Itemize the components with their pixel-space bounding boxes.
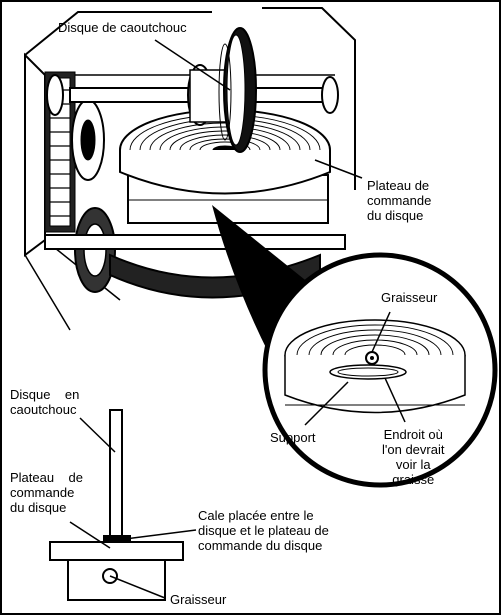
label-plate-top: Plateau de commande du disque <box>367 178 431 223</box>
label-rubber-disc-side-line1: Disque en <box>10 387 79 402</box>
label-lubricator-inset: Graisseur <box>381 290 437 305</box>
label-plate-top-line3: du disque <box>367 208 431 223</box>
label-rubber-disc-side: Disque en caoutchouc <box>10 387 79 417</box>
label-grease-spot-line2: l'on devrait <box>382 442 444 457</box>
label-shim-line2: disque et le plateau de <box>198 523 329 538</box>
label-rubber-disc-top: Disque de caoutchouc <box>58 20 187 35</box>
label-grease-spot: Endroit où l'on devrait voir la graisse <box>382 427 444 487</box>
leader-shim <box>125 530 196 539</box>
label-plate-side-line2: commande <box>10 485 83 500</box>
label-plate-side: Plateau de commande du disque <box>10 470 83 515</box>
label-shim-line1: Cale placée entre le <box>198 508 329 523</box>
label-lubricator-bottom: Graisseur <box>170 592 226 607</box>
label-plate-side-line3: du disque <box>10 500 83 515</box>
label-grease-spot-line3: voir la <box>382 457 444 472</box>
label-plate-side-line1: Plateau de <box>10 470 83 485</box>
label-grease-spot-line4: graisse <box>382 472 444 487</box>
label-support: Support <box>270 430 316 445</box>
label-shim: Cale placée entre le disque et le platea… <box>198 508 329 553</box>
inset-magnifier <box>265 255 495 485</box>
label-plate-top-line2: commande <box>367 193 431 208</box>
label-grease-spot-line1: Endroit où <box>382 427 444 442</box>
label-shim-line3: commande du disque <box>198 538 329 553</box>
label-plate-top-line1: Plateau de <box>367 178 431 193</box>
label-rubber-disc-side-line2: caoutchouc <box>10 402 79 417</box>
